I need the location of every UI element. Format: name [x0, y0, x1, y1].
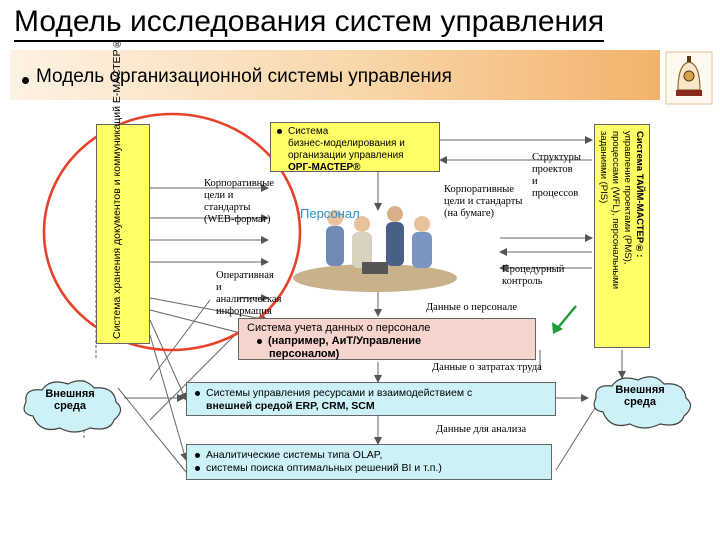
bullet-icon: [22, 77, 29, 84]
olap-line2: системы поиска оптимальных решений BI и …: [206, 462, 442, 474]
time-master-box: Система ТАЙМ-МАСТЕР®: управление проекта…: [594, 124, 650, 348]
cloud-right-label: Внешняя среда: [615, 384, 665, 408]
bpm-line2: бизнес-моделирования и: [288, 138, 405, 149]
subtitle: Модель организационной системы управлени…: [36, 66, 452, 87]
bullet-icon: [195, 465, 200, 471]
label-operative: Оперативная и аналитическая информация: [216, 270, 282, 317]
label-procedures: Процедурный контроль: [502, 264, 565, 287]
label-labor-cost: Данные о затратах труда: [432, 362, 542, 373]
bpm-line4: ОРГ-МАСТЕР®: [288, 162, 361, 173]
label-personnel: Персонал: [300, 206, 360, 221]
hr-line2: (например, АиТ/Управление: [268, 335, 422, 347]
time-line4: заданиями (PIS): [598, 131, 609, 204]
erp-line2: внешней средой ERP, CRM, SCM: [206, 400, 375, 412]
label-hr-data: Данные о персонале: [426, 302, 517, 313]
page-title: Модель исследования систем управления: [14, 4, 605, 42]
bullet-icon: [195, 452, 200, 458]
bpm-line3: организации управления: [288, 150, 404, 161]
erp-line1: Системы управления ресурсами и взаимодей…: [206, 387, 473, 399]
edms-system-box: Система хранения документов и коммуникац…: [96, 37, 150, 344]
time-line1: Система ТАЙМ-МАСТЕР®:: [634, 131, 645, 258]
external-environment-right-cloud: [593, 376, 692, 429]
bullet-icon: [277, 128, 282, 134]
external-environment-left-cloud: [23, 380, 122, 433]
bullet-icon: [195, 390, 200, 396]
time-line3: процессами (WFL), персональными: [610, 131, 621, 290]
hr-system-box: Система учета данных о персонале (наприм…: [238, 318, 536, 360]
edms-system-label: Система хранения документов и коммуникац…: [111, 37, 123, 339]
hr-line1: Система учета данных о персонале: [247, 322, 431, 334]
erp-system-box: Системы управления ресурсами и взаимодей…: [186, 382, 556, 416]
olap-line1: Аналитические системы типа OLAP,: [206, 449, 383, 461]
lamp-decoration-icon: [665, 51, 713, 105]
subtitle-banner: [10, 50, 660, 100]
bpm-line1: Система: [288, 126, 329, 137]
hr-line3: персоналом): [269, 348, 340, 360]
label-corp-web: Корпоративные цели и стандарты (WEB-форм…: [204, 178, 274, 225]
cloud-left-label: Внешняя среда: [45, 388, 95, 412]
label-corp-paper: Корпоративные цели и стандарты (на бумаг…: [444, 184, 523, 219]
people-illustration: [293, 206, 457, 292]
bullet-icon: [257, 338, 262, 344]
highlight-circle: [42, 112, 302, 352]
time-line2: управление проектами (PMS),: [622, 131, 633, 265]
bpm-system-box: Система бизнес-моделирования и организац…: [270, 122, 440, 173]
time-master-label: Система ТАЙМ-МАСТЕР®: управление проекта…: [597, 131, 645, 345]
label-analysis-data: Данные для анализа: [436, 424, 527, 435]
label-structures: Структуры проектов и процессов: [532, 152, 581, 199]
olap-system-box: Аналитические системы типа OLAP, системы…: [186, 444, 552, 480]
